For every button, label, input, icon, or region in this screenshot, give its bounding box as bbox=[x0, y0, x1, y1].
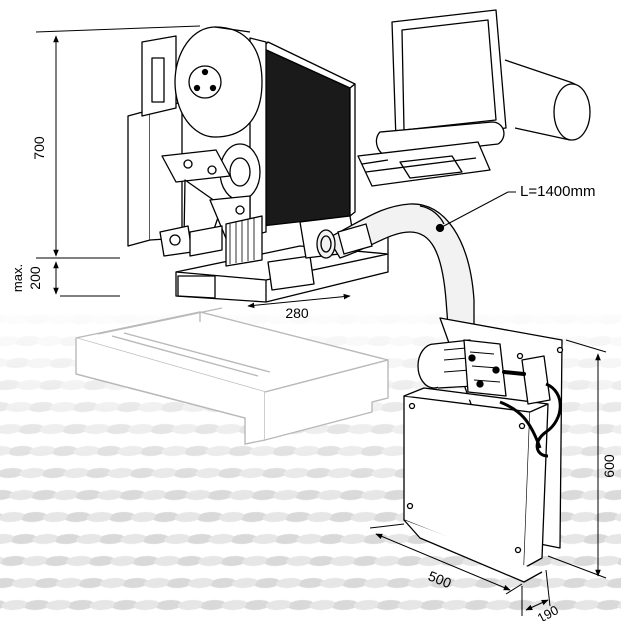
label-height-700: 700 bbox=[31, 136, 47, 160]
label-max-200: 200 bbox=[27, 266, 43, 290]
label-cable-length: L=1400mm bbox=[520, 183, 595, 200]
label-width-280: 280 bbox=[285, 305, 309, 321]
label-max: max. bbox=[10, 264, 25, 292]
dimension-lines bbox=[35, 25, 607, 616]
control-monitor bbox=[357, 9, 591, 187]
label-height-600: 600 bbox=[601, 454, 617, 478]
applicator-machine bbox=[127, 26, 389, 303]
connection-hose bbox=[316, 203, 475, 327]
conveyor-belt bbox=[75, 307, 389, 445]
heat-sink bbox=[261, 41, 356, 227]
label-reel bbox=[174, 26, 263, 138]
